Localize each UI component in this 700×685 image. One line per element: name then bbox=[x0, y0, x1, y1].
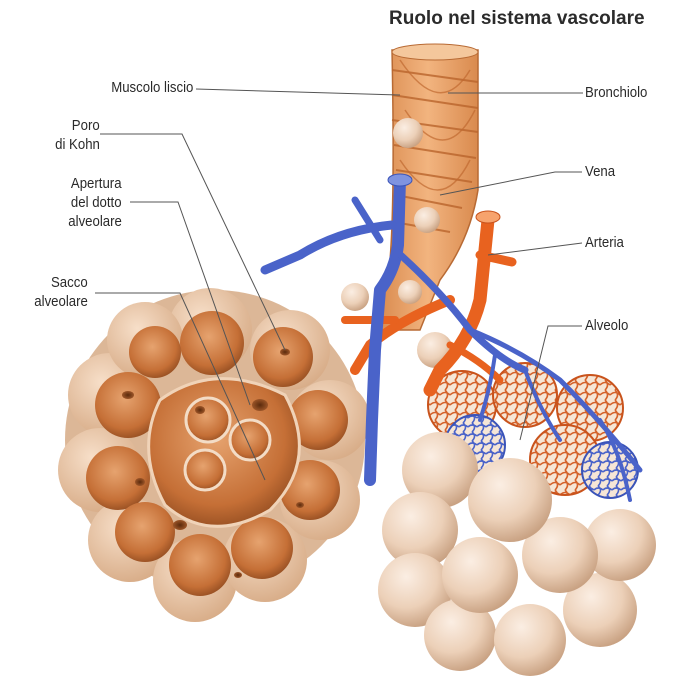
label-apertura-line2: del dotto bbox=[71, 193, 122, 213]
label-vena: Vena bbox=[585, 162, 615, 182]
label-arteria: Arteria bbox=[585, 233, 624, 253]
alveolar-sac-open bbox=[58, 288, 370, 622]
label-bronchiolo: Bronchiolo bbox=[585, 83, 647, 103]
label-apertura-line3: alveolare bbox=[68, 212, 122, 232]
label-alveolo: Alveolo bbox=[585, 316, 628, 336]
leader-arteria bbox=[488, 243, 582, 255]
label-poro-line2: di Kohn bbox=[55, 135, 100, 155]
label-muscolo-liscio: Muscolo liscio bbox=[111, 78, 193, 98]
label-poro-line1: Poro bbox=[72, 116, 100, 136]
label-sacco-line2: alveolare bbox=[34, 292, 88, 312]
alveolar-cluster bbox=[378, 363, 656, 676]
label-sacco-line1: Sacco bbox=[51, 273, 88, 293]
leader-muscolo-liscio bbox=[196, 89, 400, 95]
bronchiole bbox=[378, 44, 478, 330]
label-apertura-line1: Apertura bbox=[71, 174, 122, 194]
